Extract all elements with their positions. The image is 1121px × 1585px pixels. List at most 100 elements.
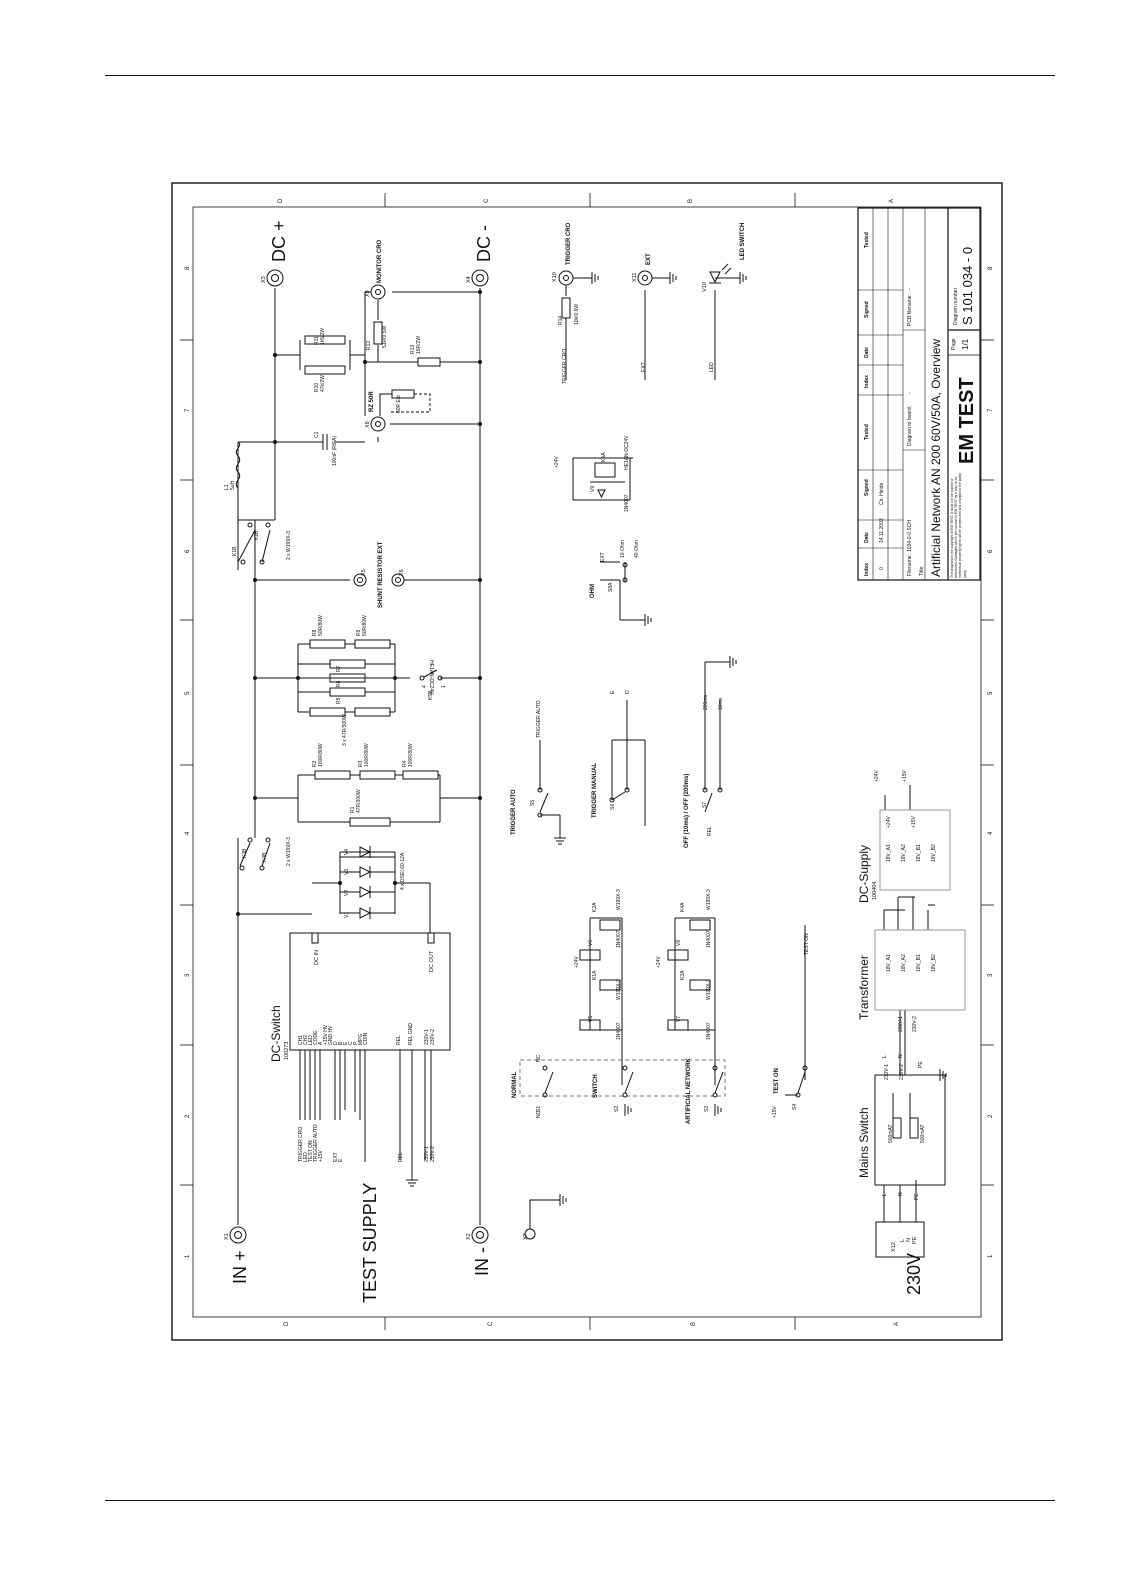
- dcs-pin: LED: [308, 1035, 314, 1045]
- ohm10: 10 Ohm: [620, 540, 626, 558]
- tb-copyright: This diagram is the copyright of EM TEST…: [950, 473, 967, 578]
- dcs-pin: 230V-2: [430, 1029, 436, 1045]
- k2a-type: W199X-3: [616, 889, 622, 910]
- tr-pin-out: 18V_B2: [931, 954, 937, 972]
- v230-label: 230V: [904, 1253, 924, 1295]
- trigger-manual-label: TRIGGER MANUAL: [592, 763, 598, 818]
- ms200: 200ms: [703, 694, 709, 710]
- dcs-pin: 230V-1: [424, 1029, 430, 1045]
- dcs-pin: CH2: [303, 1035, 309, 1045]
- k4a-label: K4A: [680, 902, 686, 912]
- dc-switch-title: DC-Switch: [269, 1005, 283, 1062]
- k4a-type: W199X-3: [706, 889, 712, 910]
- x9-label: X9: [365, 290, 371, 297]
- border-row-4-right: 4: [988, 831, 994, 835]
- k2b-label: K2B: [254, 530, 260, 540]
- tb-index: 0: [879, 567, 885, 570]
- ohm40: 40 Ohm: [634, 540, 640, 558]
- k3a-type: W199X-3: [706, 979, 712, 1000]
- r8-label: R8: [312, 629, 318, 636]
- dcs-pin: CH1: [298, 1035, 304, 1045]
- border-row-1-right: 1: [988, 1254, 994, 1258]
- x5-label: X5: [361, 569, 367, 576]
- top-rule: [105, 75, 1055, 76]
- tb-diagram-number: S 101 034 - 0: [960, 247, 975, 325]
- v6-label: V6: [588, 940, 594, 946]
- dcs-pin: MPG: [358, 1034, 364, 1046]
- net-label: EXT: [333, 1152, 339, 1162]
- dc-supply-number: 100404: [872, 882, 878, 900]
- e-net: E: [610, 690, 616, 694]
- x4-label: X4: [466, 276, 472, 283]
- diodes-note: 4 x DSEI 60-12A: [400, 852, 406, 890]
- v7-type: 1N4007: [706, 1022, 712, 1040]
- x3-label: X3: [261, 276, 267, 283]
- r4-label: R4: [402, 760, 408, 767]
- dcs-pin-in: 18V_B1: [916, 844, 922, 862]
- r5-label: R5: [336, 697, 342, 704]
- dc-supply-title: DC-Supply: [857, 845, 871, 903]
- v8-label: V8: [676, 940, 682, 946]
- trigger-cro-label: TRIGGER CRO: [566, 222, 572, 265]
- v5-type: 1N4007: [616, 1022, 622, 1040]
- x6-label: X6: [399, 569, 405, 576]
- fuse2: 500mAT: [920, 1124, 926, 1143]
- dcs-pin-in: 18V_B2: [931, 844, 937, 862]
- tb-pcb-label: PCB filename:: [907, 294, 913, 326]
- dc-in-label: DC IN: [314, 950, 320, 965]
- border-row-8-right: 8: [988, 266, 994, 270]
- v10-label: V10: [702, 282, 708, 292]
- ext-net: EXT: [641, 362, 647, 372]
- mains-out-pe: PE: [918, 1061, 924, 1068]
- tb-h-signed1: Signed: [864, 479, 870, 496]
- net-label: TEST ON: [308, 1140, 314, 1162]
- s1-label: S1: [536, 1106, 542, 1112]
- tb-page-label: Page: [951, 338, 957, 350]
- tb-diagram-board: -: [907, 392, 913, 394]
- net-label: E: [338, 1158, 344, 1162]
- tr-pin-out: 18V_A1: [886, 954, 892, 972]
- tr-pin-out: 18V_B1: [916, 954, 922, 972]
- dcs-pin: C: [348, 1041, 354, 1045]
- dcs-pin: +15V HV: [323, 1024, 329, 1045]
- r11-value: 1k5/2W: [320, 328, 326, 345]
- dcs-pin-in: 18V_A2: [901, 844, 907, 862]
- border-col-c-top: C: [484, 198, 490, 203]
- k4b-label: K4B: [262, 852, 268, 862]
- border-row-7-right: 7: [988, 408, 994, 412]
- k5b-pin4: 4: [422, 685, 428, 688]
- x10-label: X10: [552, 272, 558, 282]
- k3b-label: K3B: [242, 848, 248, 858]
- r2-value: 100R/80W: [318, 743, 324, 767]
- border-col-b-top: B: [688, 199, 694, 203]
- tb-date: 14.11.2003: [879, 518, 885, 543]
- x8-label: X8: [365, 421, 371, 428]
- r13-value: 15R/2W: [416, 336, 422, 354]
- dc-out-label: DC OUT: [429, 950, 435, 972]
- ms10: 10ms: [718, 697, 724, 710]
- net-label: TRIGGER CRO: [298, 1127, 304, 1162]
- shunt-resistor-label: SHUNT RESISTOR EXT: [378, 541, 384, 608]
- r9-value: 50R/80W: [362, 615, 368, 636]
- r12-label: R12: [366, 341, 372, 350]
- dcs-pin: D: [333, 1041, 339, 1045]
- tb-h-index2: Index: [864, 375, 870, 388]
- l1-label: L1: [224, 484, 230, 490]
- r50ext-label: 50R Ext: [396, 395, 402, 413]
- dcs-pin: B: [338, 1041, 344, 1045]
- switch-label: SWITCH: [593, 1074, 599, 1098]
- dcs-pin: REL: [396, 1035, 402, 1045]
- dcs-pin: A: [318, 1041, 324, 1045]
- s8a-label: S8A: [608, 582, 614, 592]
- mains-in-l: L: [882, 1193, 888, 1196]
- border-col-d-bottom: D: [284, 1321, 290, 1326]
- dcs-pin-in: 18V_A1: [886, 844, 892, 862]
- net-label: REL: [398, 1152, 404, 1162]
- tb-h-date2: Date: [864, 347, 870, 358]
- k5a-label: K5A: [601, 452, 607, 462]
- x12-pin: N: [906, 1238, 912, 1242]
- tb-page: 1/1: [961, 338, 970, 350]
- k5a-type: HE1AN-DC24V: [624, 435, 630, 470]
- border-col-c-bottom: C: [488, 1321, 494, 1326]
- mains-out-n: N: [898, 1054, 904, 1058]
